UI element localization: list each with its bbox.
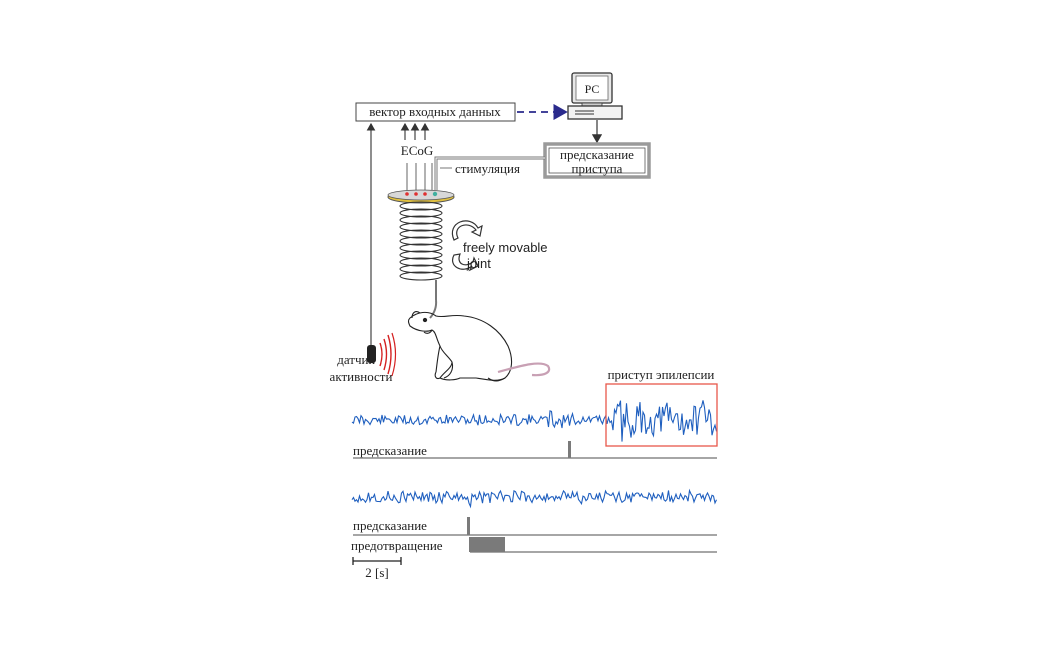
- spring-commutator: [387, 189, 455, 319]
- prevention-label: предотвращение: [351, 538, 443, 553]
- prediction-marker-2: [467, 517, 470, 535]
- input-vector-label: вектор входных данных: [369, 104, 501, 119]
- seizure-highlight-box: [605, 383, 718, 447]
- seizure-label: приступ эпилепсии: [608, 367, 715, 382]
- ecog-wires: [406, 163, 433, 193]
- ecog-label: ECoG: [401, 143, 434, 158]
- time-scale-bar: [352, 557, 402, 565]
- activity-sensor-icon: [367, 332, 397, 377]
- ecog-trace-2: [351, 488, 717, 509]
- sensor-label-line1: датчик: [337, 352, 375, 367]
- prediction-marker-1: [568, 441, 571, 458]
- rat-illustration: [407, 311, 551, 382]
- rotation-arrow-icon: [451, 220, 483, 272]
- sensor-label-line2: активности: [330, 369, 393, 384]
- stimulation-label: стимуляция: [455, 161, 520, 176]
- ecog-trace-1: [351, 400, 718, 442]
- pc-label: PC: [585, 82, 600, 96]
- joint-label-line2: joint: [466, 256, 491, 271]
- prediction-label-2: предсказание: [353, 518, 427, 533]
- prediction-box-line2: приступа: [572, 161, 623, 176]
- prevention-marker: [469, 537, 505, 552]
- input-vector-box: вектор входных данных: [355, 102, 516, 122]
- seizure-prediction-box: предсказание приступа: [543, 142, 651, 179]
- prediction-label-1: предсказание: [353, 443, 427, 458]
- ecog-arrows: [400, 122, 430, 140]
- scale-label: 2 [s]: [365, 565, 388, 580]
- prediction-box-line1: предсказание: [560, 147, 634, 162]
- joint-label-line1: freely movable: [463, 240, 548, 255]
- pc-computer-icon: PC: [567, 72, 623, 120]
